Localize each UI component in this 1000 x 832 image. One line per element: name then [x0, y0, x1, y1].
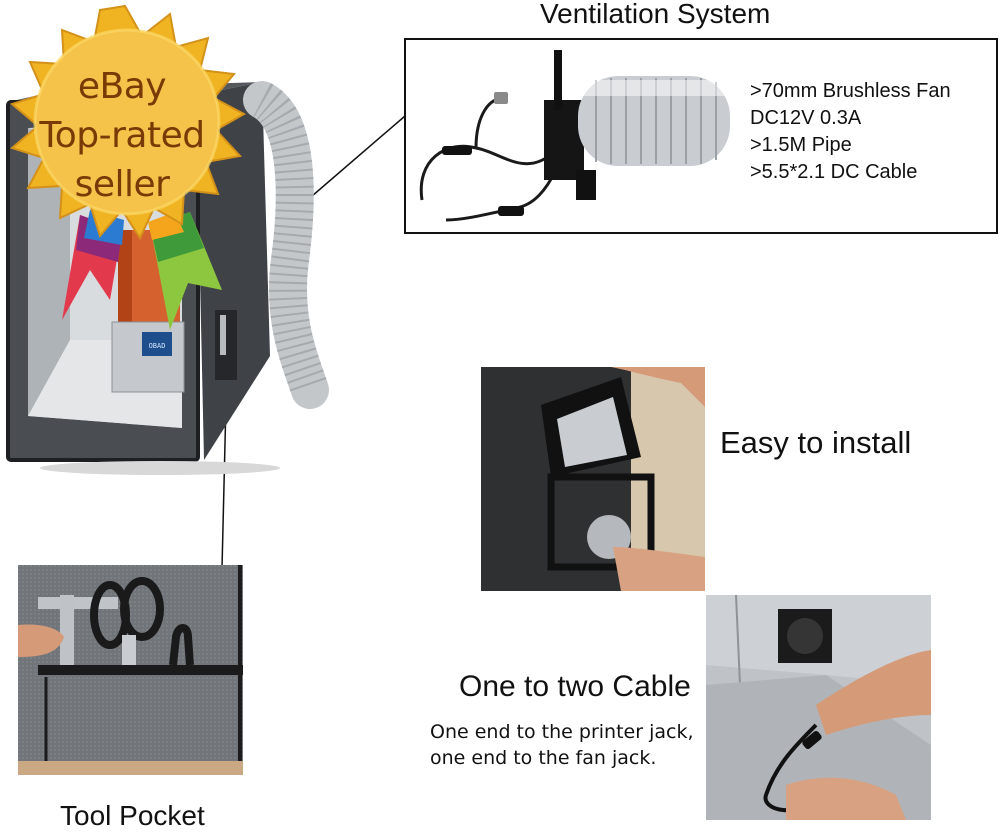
cable-description-line-2: one end to the fan jack.	[430, 747, 657, 769]
fan-and-pipe-photo	[419, 50, 730, 222]
spec-fan: >70mm Brushless Fan	[750, 80, 951, 102]
ebay-top-rated-badge: eBay Top-rated seller	[0, 0, 250, 340]
ventilation-title: Ventilation System	[540, 0, 771, 29]
badge-text: eBay Top-rated seller	[22, 62, 222, 209]
ventilation-box	[404, 38, 998, 234]
badge-seal-icon	[9, 4, 247, 330]
badge-line-seller: seller	[74, 164, 170, 205]
cable-caption: One to two Cable	[459, 670, 691, 703]
install-photo	[481, 367, 705, 591]
badge-line-top-rated: Top-rated	[39, 115, 205, 156]
spec-pipe: >1.5M Pipe	[750, 134, 852, 156]
tool-pocket-photo	[18, 565, 243, 775]
duct-pipe	[243, 81, 329, 409]
install-caption: Easy to install	[720, 425, 912, 460]
spec-power: DC12V 0.3A	[750, 107, 862, 129]
ventilation-spec-list: >70mm Brushless Fan DC12V 0.3A >1.5M Pip…	[750, 78, 951, 186]
spec-cable: >5.5*2.1 DC Cable	[750, 161, 918, 183]
cable-description: One end to the printer jack, one end to …	[430, 719, 694, 771]
cable-description-line-1: One end to the printer jack,	[430, 721, 694, 743]
printer-screen-text: OBAD	[149, 342, 166, 350]
tool-pocket-caption: Tool Pocket	[60, 800, 205, 831]
cable-photo	[706, 595, 931, 820]
badge-line-ebay: eBay	[77, 66, 167, 107]
